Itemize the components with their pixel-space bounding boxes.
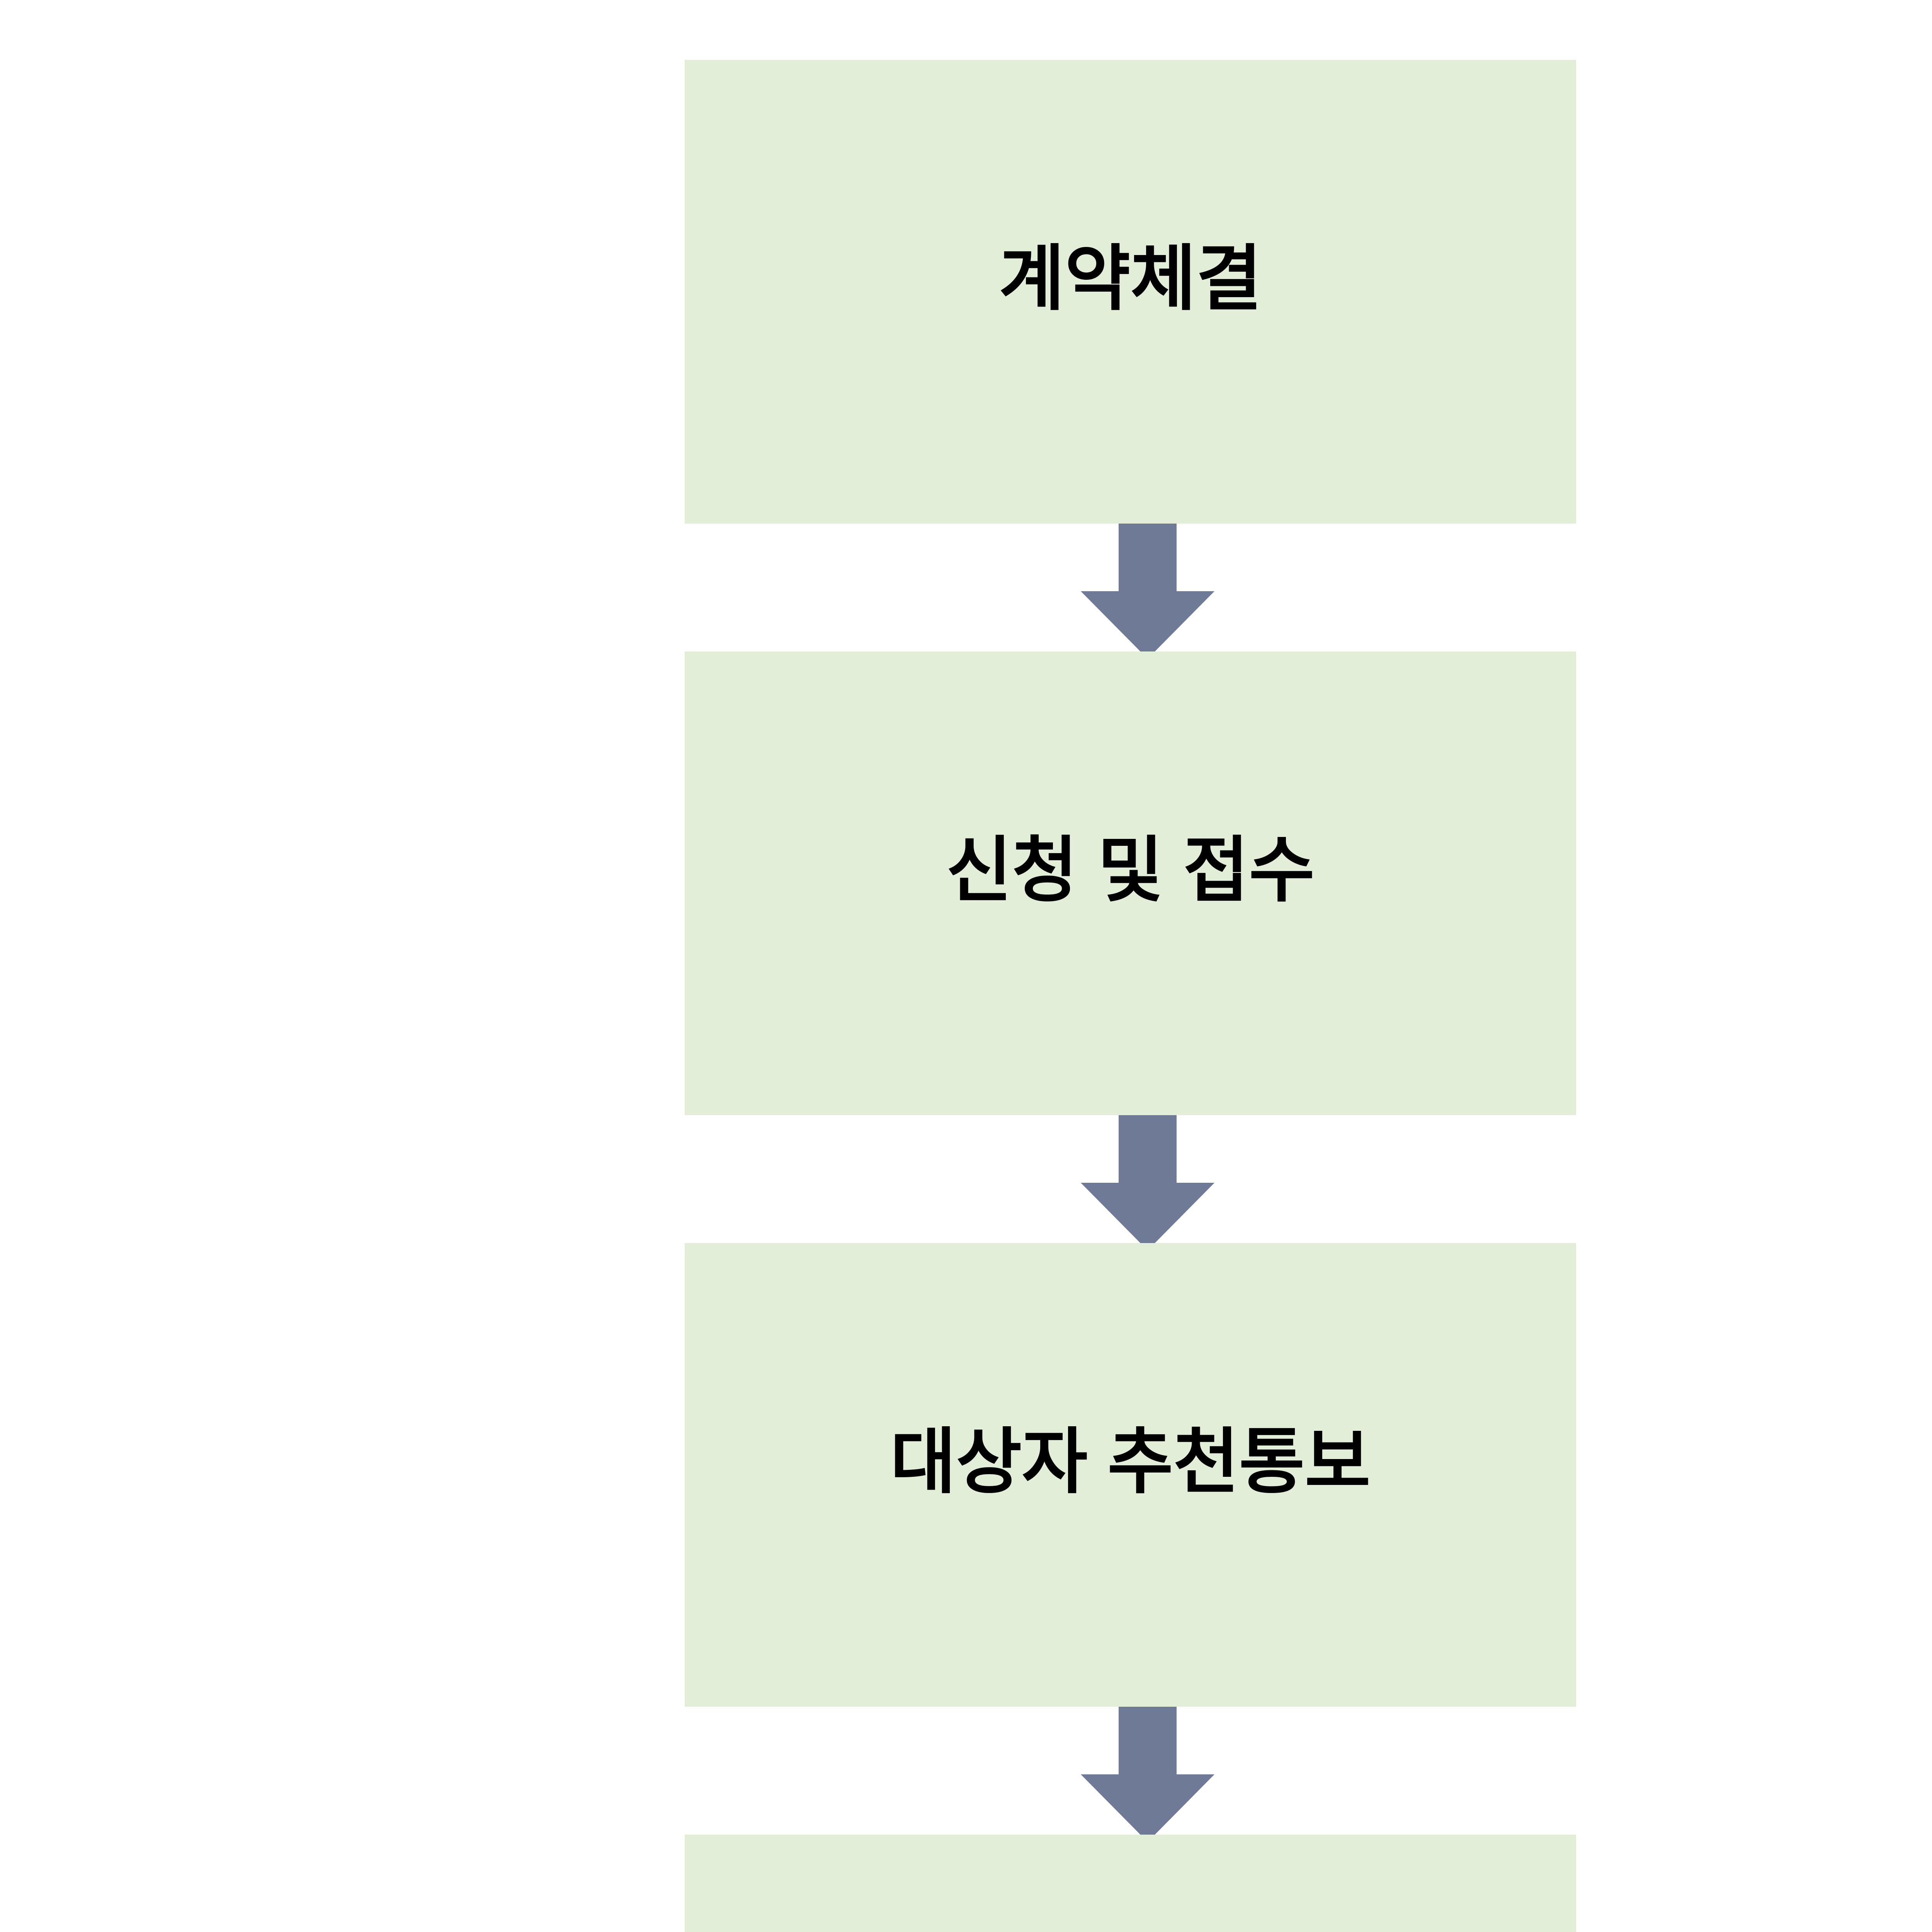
down-arrow-icon <box>1081 1115 1214 1250</box>
process-step-box: 계약체결 <box>685 60 1576 524</box>
process-step-label: 계약체결 <box>999 239 1262 319</box>
process-step-box: 대출신청 <box>685 1835 1576 1932</box>
down-arrow-icon <box>1081 1707 1214 1842</box>
process-step-box: 신청 및 접수 <box>685 651 1576 1115</box>
process-step-label: 대상자 추천통보 <box>890 1422 1371 1502</box>
down-arrow-icon <box>1081 524 1214 659</box>
process-step-label: 신청 및 접수 <box>946 831 1315 910</box>
process-step-box: 대상자 추천통보 <box>685 1243 1576 1707</box>
